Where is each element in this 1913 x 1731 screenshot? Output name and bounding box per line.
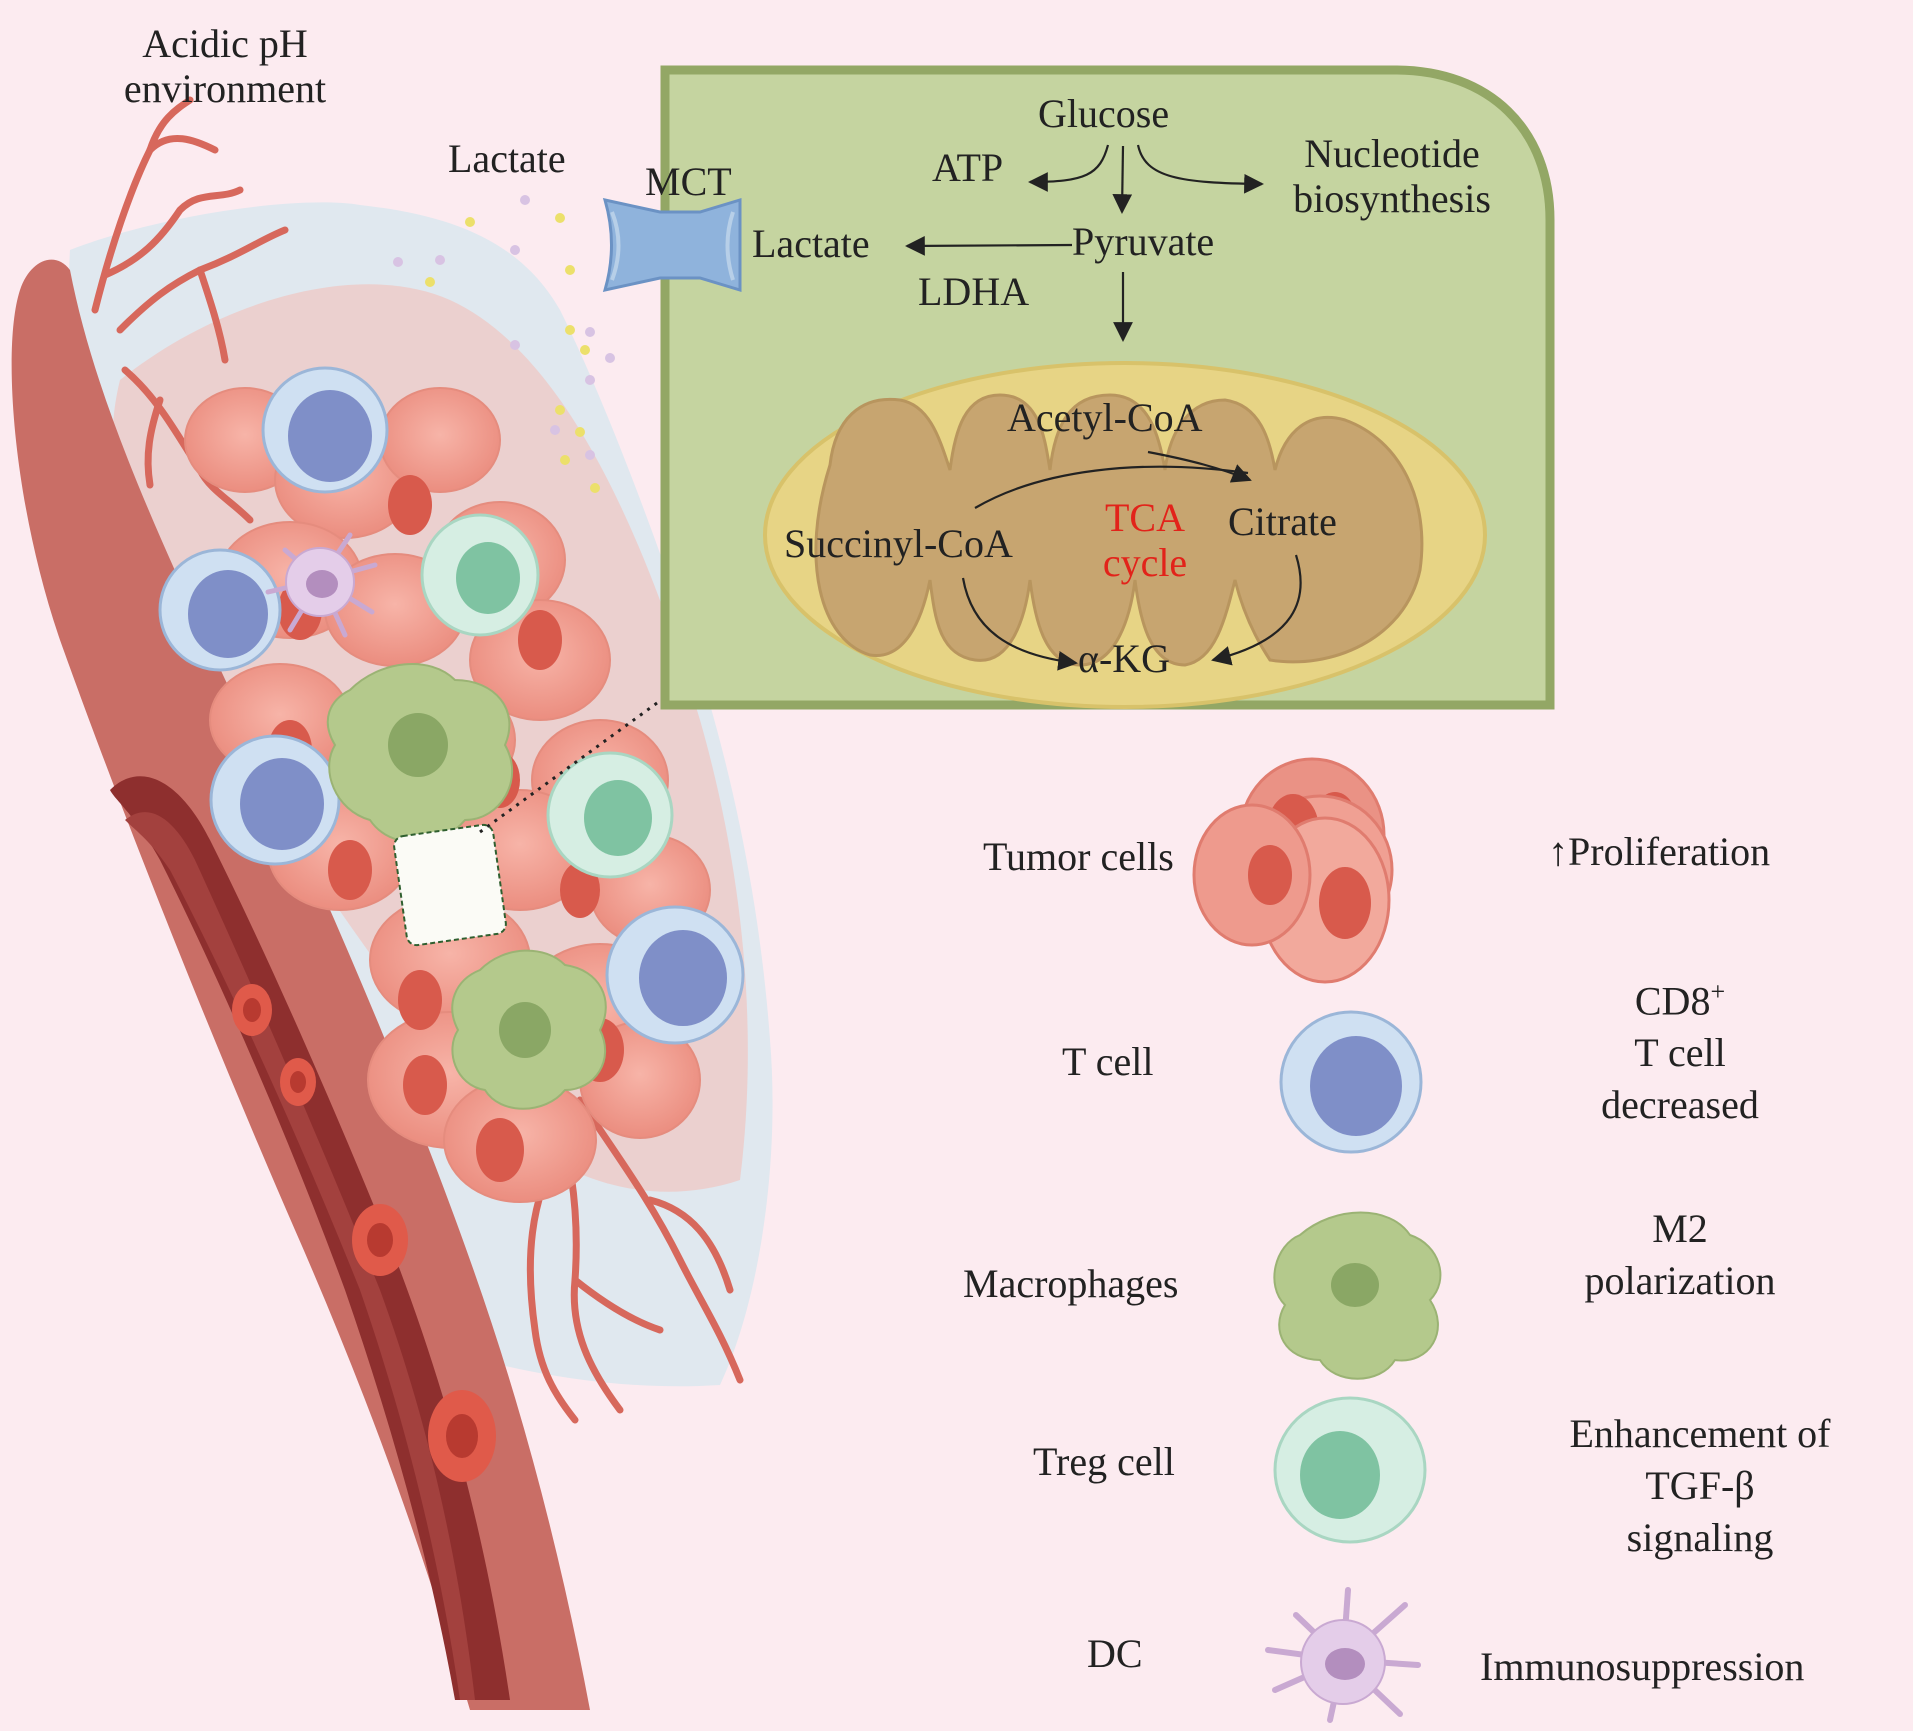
legend-dc-icon <box>1265 1587 1421 1723</box>
legend-treg-name: Treg cell <box>1033 1439 1175 1484</box>
glucose-label: Glucose <box>1038 91 1170 136</box>
mct-transporter <box>602 197 742 293</box>
legend-macrophage-name: Macrophages <box>963 1261 1179 1306</box>
acidic-ph-label: Acidic pH environment <box>90 21 360 112</box>
legend-tcell-icon <box>1279 1010 1423 1154</box>
atp-label: ATP <box>932 145 1004 190</box>
red-blood-cells <box>232 984 496 1482</box>
citrate-label: Citrate <box>1228 499 1337 544</box>
acetyl-coa-label: Acetyl-CoA <box>1007 395 1203 440</box>
legend-macrophage-effect-line2: polarization <box>1584 1258 1776 1303</box>
legend-tcell-effect-line3: decreased <box>1601 1082 1759 1128</box>
tca-cycle-label: TCA cycle <box>1080 495 1210 586</box>
legend-tcell-effect: CD8+ T cell decreased <box>1555 975 1805 1131</box>
legend-treg-effect-line1: Enhancement of <box>1569 1411 1831 1456</box>
legend-macrophage-effect-line1: M2 <box>1652 1206 1708 1251</box>
tissue-t-cells <box>158 366 745 1045</box>
legend-dc-effect: Immunosuppression <box>1480 1644 1805 1689</box>
akg-label: α-KG <box>1078 636 1171 681</box>
succinyl-coa-label: Succinyl-CoA <box>784 521 1013 566</box>
zoom-region <box>393 823 507 947</box>
tca-line1: TCA <box>1105 495 1185 540</box>
legend-tcell-effect-line2: T cell <box>1634 1030 1726 1076</box>
pathway-arrows <box>905 144 1302 671</box>
zoom-connector <box>479 693 669 834</box>
legend-treg-effect-line3: signaling <box>1626 1515 1774 1560</box>
legend-treg-icon <box>1273 1396 1427 1544</box>
legend-tumor-effect: ↑Proliferation <box>1548 829 1771 874</box>
nucleotide-biosynthesis-label: Nucleotide biosynthesis <box>1262 131 1522 222</box>
legend-treg-effect-line2: TGF-β <box>1645 1463 1755 1508</box>
legend-tcell-name: T cell <box>1062 1039 1154 1084</box>
pyruvate-label: Pyruvate <box>1072 219 1215 264</box>
tca-line2: cycle <box>1102 539 1188 585</box>
extracellular-lactate-label: Lactate <box>448 136 566 181</box>
legend-dc-name: DC <box>1087 1631 1143 1676</box>
legend-tcell-effect-sup: + <box>1710 977 1726 1006</box>
legend-tumor-name: Tumor cells <box>983 834 1174 879</box>
legend-tumor-icon <box>1192 757 1394 984</box>
legend-tcell-effect-line1: CD8 <box>1634 978 1711 1024</box>
acidic-ph-line2: environment <box>123 65 327 111</box>
nucleotide-line2: biosynthesis <box>1293 175 1491 221</box>
legend-macrophage-effect: M2 polarization <box>1545 1203 1815 1307</box>
tissue-treg-cells <box>420 513 674 879</box>
legend-macrophage-icon <box>1273 1211 1442 1380</box>
nucleotide-line1: Nucleotide <box>1304 131 1480 176</box>
acidic-ph-line1: Acidic pH <box>142 21 308 66</box>
ldha-label: LDHA <box>918 269 1030 314</box>
tissue-dc <box>265 532 378 638</box>
mitochondrion <box>763 361 1487 709</box>
tissue-macrophages <box>326 663 607 1110</box>
mct-label: MCT <box>645 159 732 204</box>
blood-vessel <box>11 259 591 1710</box>
intracellular-lactate-label: Lactate <box>752 221 870 266</box>
legend-treg-effect: Enhancement of TGF-β signaling <box>1520 1408 1880 1564</box>
